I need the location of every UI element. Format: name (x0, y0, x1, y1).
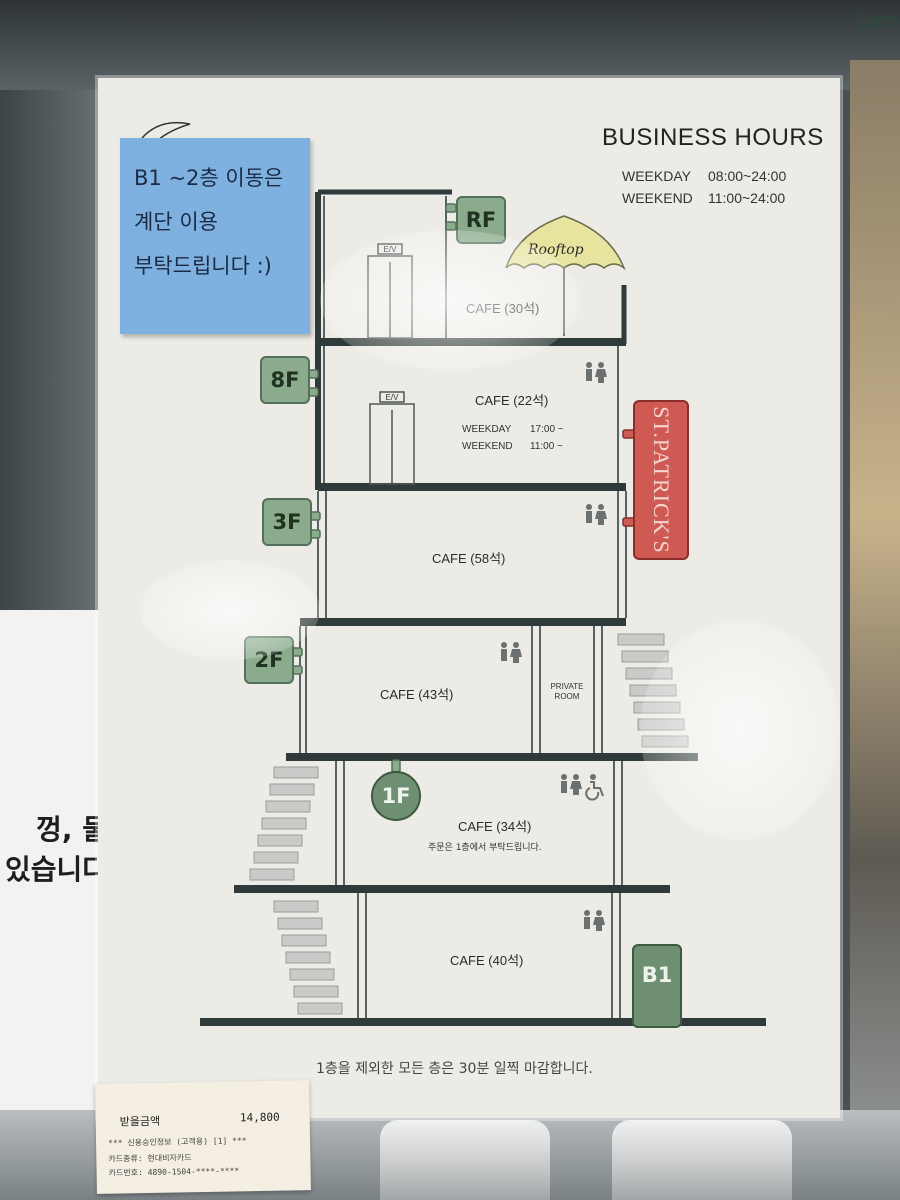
restroom-icons (501, 362, 607, 931)
cafe-label-2f: CAFE (43석) (380, 687, 454, 702)
8f-weekend-time: 11:00 ~ (530, 441, 563, 452)
left-sign-text: 껑, 물 있습니다 (4, 813, 108, 886)
rooftop-label: Rooftop (528, 242, 584, 258)
8f-weekday-label: WEEKDAY (462, 424, 512, 435)
private-room-label: PRIVATE ROOM (550, 682, 584, 701)
pastry-container (380, 1120, 550, 1200)
ev-label-rf: E/V (383, 245, 397, 254)
floor-badge-b1: B1 (632, 944, 682, 1028)
receipt-total-label: 받을금액 (119, 1114, 161, 1129)
floor-badge-8f: 8F (260, 356, 310, 404)
cafe-label-8f: CAFE (22석) (475, 393, 549, 408)
stairs-b1 (273, 900, 343, 1015)
1f-badge-circle (371, 771, 421, 821)
cafe-label-1f: CAFE (34석) (458, 819, 532, 834)
cafe-label-rf: CAFE (30석) (466, 301, 540, 316)
pastry-container (612, 1120, 792, 1200)
background-right-shelf: Lem (850, 8, 900, 1200)
business-hours-title: BUSINESS HOURS (602, 124, 824, 151)
receipt: 받을금액 14,800 *** 신용승인정보 (고객용) [1] *** 카드종… (95, 1080, 311, 1194)
background-shelf-top (0, 0, 900, 90)
cafe-label-b1: CAFE (40석) (450, 953, 524, 968)
rooftop-umbrella (505, 215, 626, 336)
closing-time-note: 1층을 제외한 모든 층은 30분 일찍 마감합니다. (316, 1061, 593, 1077)
stairs-2f (617, 633, 689, 748)
logo-mark (141, 121, 191, 141)
elevator-rf (367, 243, 413, 339)
floor-badge-rf: RF (456, 196, 506, 244)
receipt-line: 카드종류: 현대비자카드 (108, 1153, 192, 1164)
stairs-1f (249, 766, 319, 881)
elevator-8f (369, 391, 415, 485)
receipt-line: 카드번호: 4890-1504-****-**** (108, 1166, 240, 1178)
receipt-line: *** 신용승인정보 (고객용) [1] *** (108, 1136, 247, 1148)
st-patricks-sign: ST.PATRICK'S (633, 400, 689, 560)
right-sign-partial-text: Lem (856, 8, 899, 33)
cafe-label-3f: CAFE (58석) (432, 551, 506, 566)
8f-weekday-time: 17:00 ~ (530, 424, 564, 435)
sticky-note-text: B1 ~2층 이동은 계단 이용 부탁드립니다 :) (134, 166, 284, 278)
sticky-note: B1 ~2층 이동은 계단 이용 부탁드립니다 :) (120, 138, 310, 334)
ev-label-8f: E/V (385, 393, 399, 402)
st-patricks-text: ST.PATRICK'S (649, 406, 674, 554)
floor-badge-1f: 1F (381, 784, 411, 808)
receipt-total-amount: 14,800 (239, 1110, 280, 1125)
1f-order-note: 주문은 1층에서 부탁드립니다. (428, 843, 542, 853)
floor-badge-2f: 2F (244, 636, 294, 684)
8f-weekend-label: WEEKEND (462, 441, 513, 452)
floor-badge-3f: 3F (262, 498, 312, 546)
